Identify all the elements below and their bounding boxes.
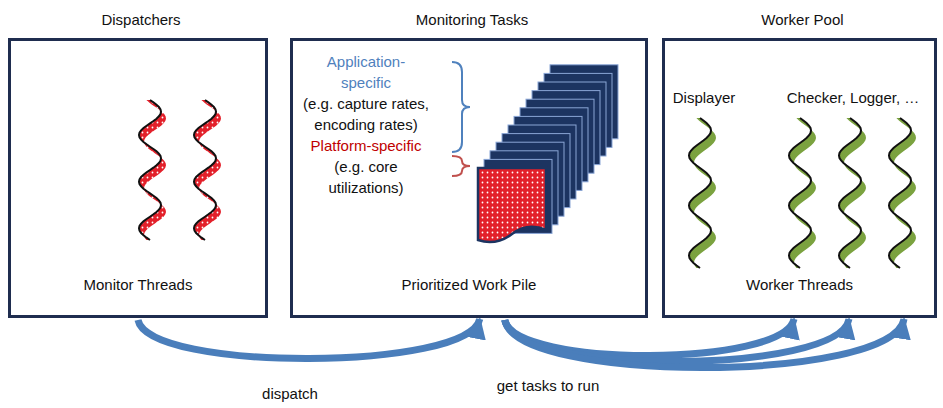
- node-text: Platform-specific: [303, 135, 429, 156]
- panel: Application-specific(e.g. capture rates,…: [290, 38, 648, 318]
- arrow-connector: [138, 319, 480, 359]
- panel-heading: Worker Pool: [645, 9, 943, 30]
- node-text: Worker Threads: [665, 274, 934, 295]
- bracket: [452, 156, 470, 176]
- arrow-connector: [505, 319, 904, 368]
- node-text: Checker, Logger, …: [783, 87, 923, 108]
- node-text: (e.g. core utilizations): [303, 156, 429, 198]
- node-text: Prioritized Work Pile: [293, 274, 645, 295]
- node-text: Application-specific: [303, 51, 429, 93]
- panel-heading: Monitoring Tasks: [273, 9, 671, 30]
- edge-label: dispatch: [259, 384, 321, 403]
- node-text: Displayer: [669, 87, 739, 108]
- node-text: Monitor Threads: [11, 274, 265, 295]
- panel-heading: Dispatchers: [0, 9, 291, 30]
- panel: Worker PoolDisplayerChecker, Logger, …Wo…: [662, 38, 937, 318]
- bracket: [452, 62, 470, 152]
- thread-symbols: [139, 100, 916, 268]
- node-text: (e.g. capture rates, encoding rates): [303, 93, 429, 135]
- panel: DispatchersMonitor Threads: [8, 38, 268, 318]
- task-card-stack: [478, 65, 618, 242]
- text-column: Application-specific(e.g. capture rates,…: [303, 51, 429, 198]
- edge-label: get tasks to run: [494, 376, 603, 395]
